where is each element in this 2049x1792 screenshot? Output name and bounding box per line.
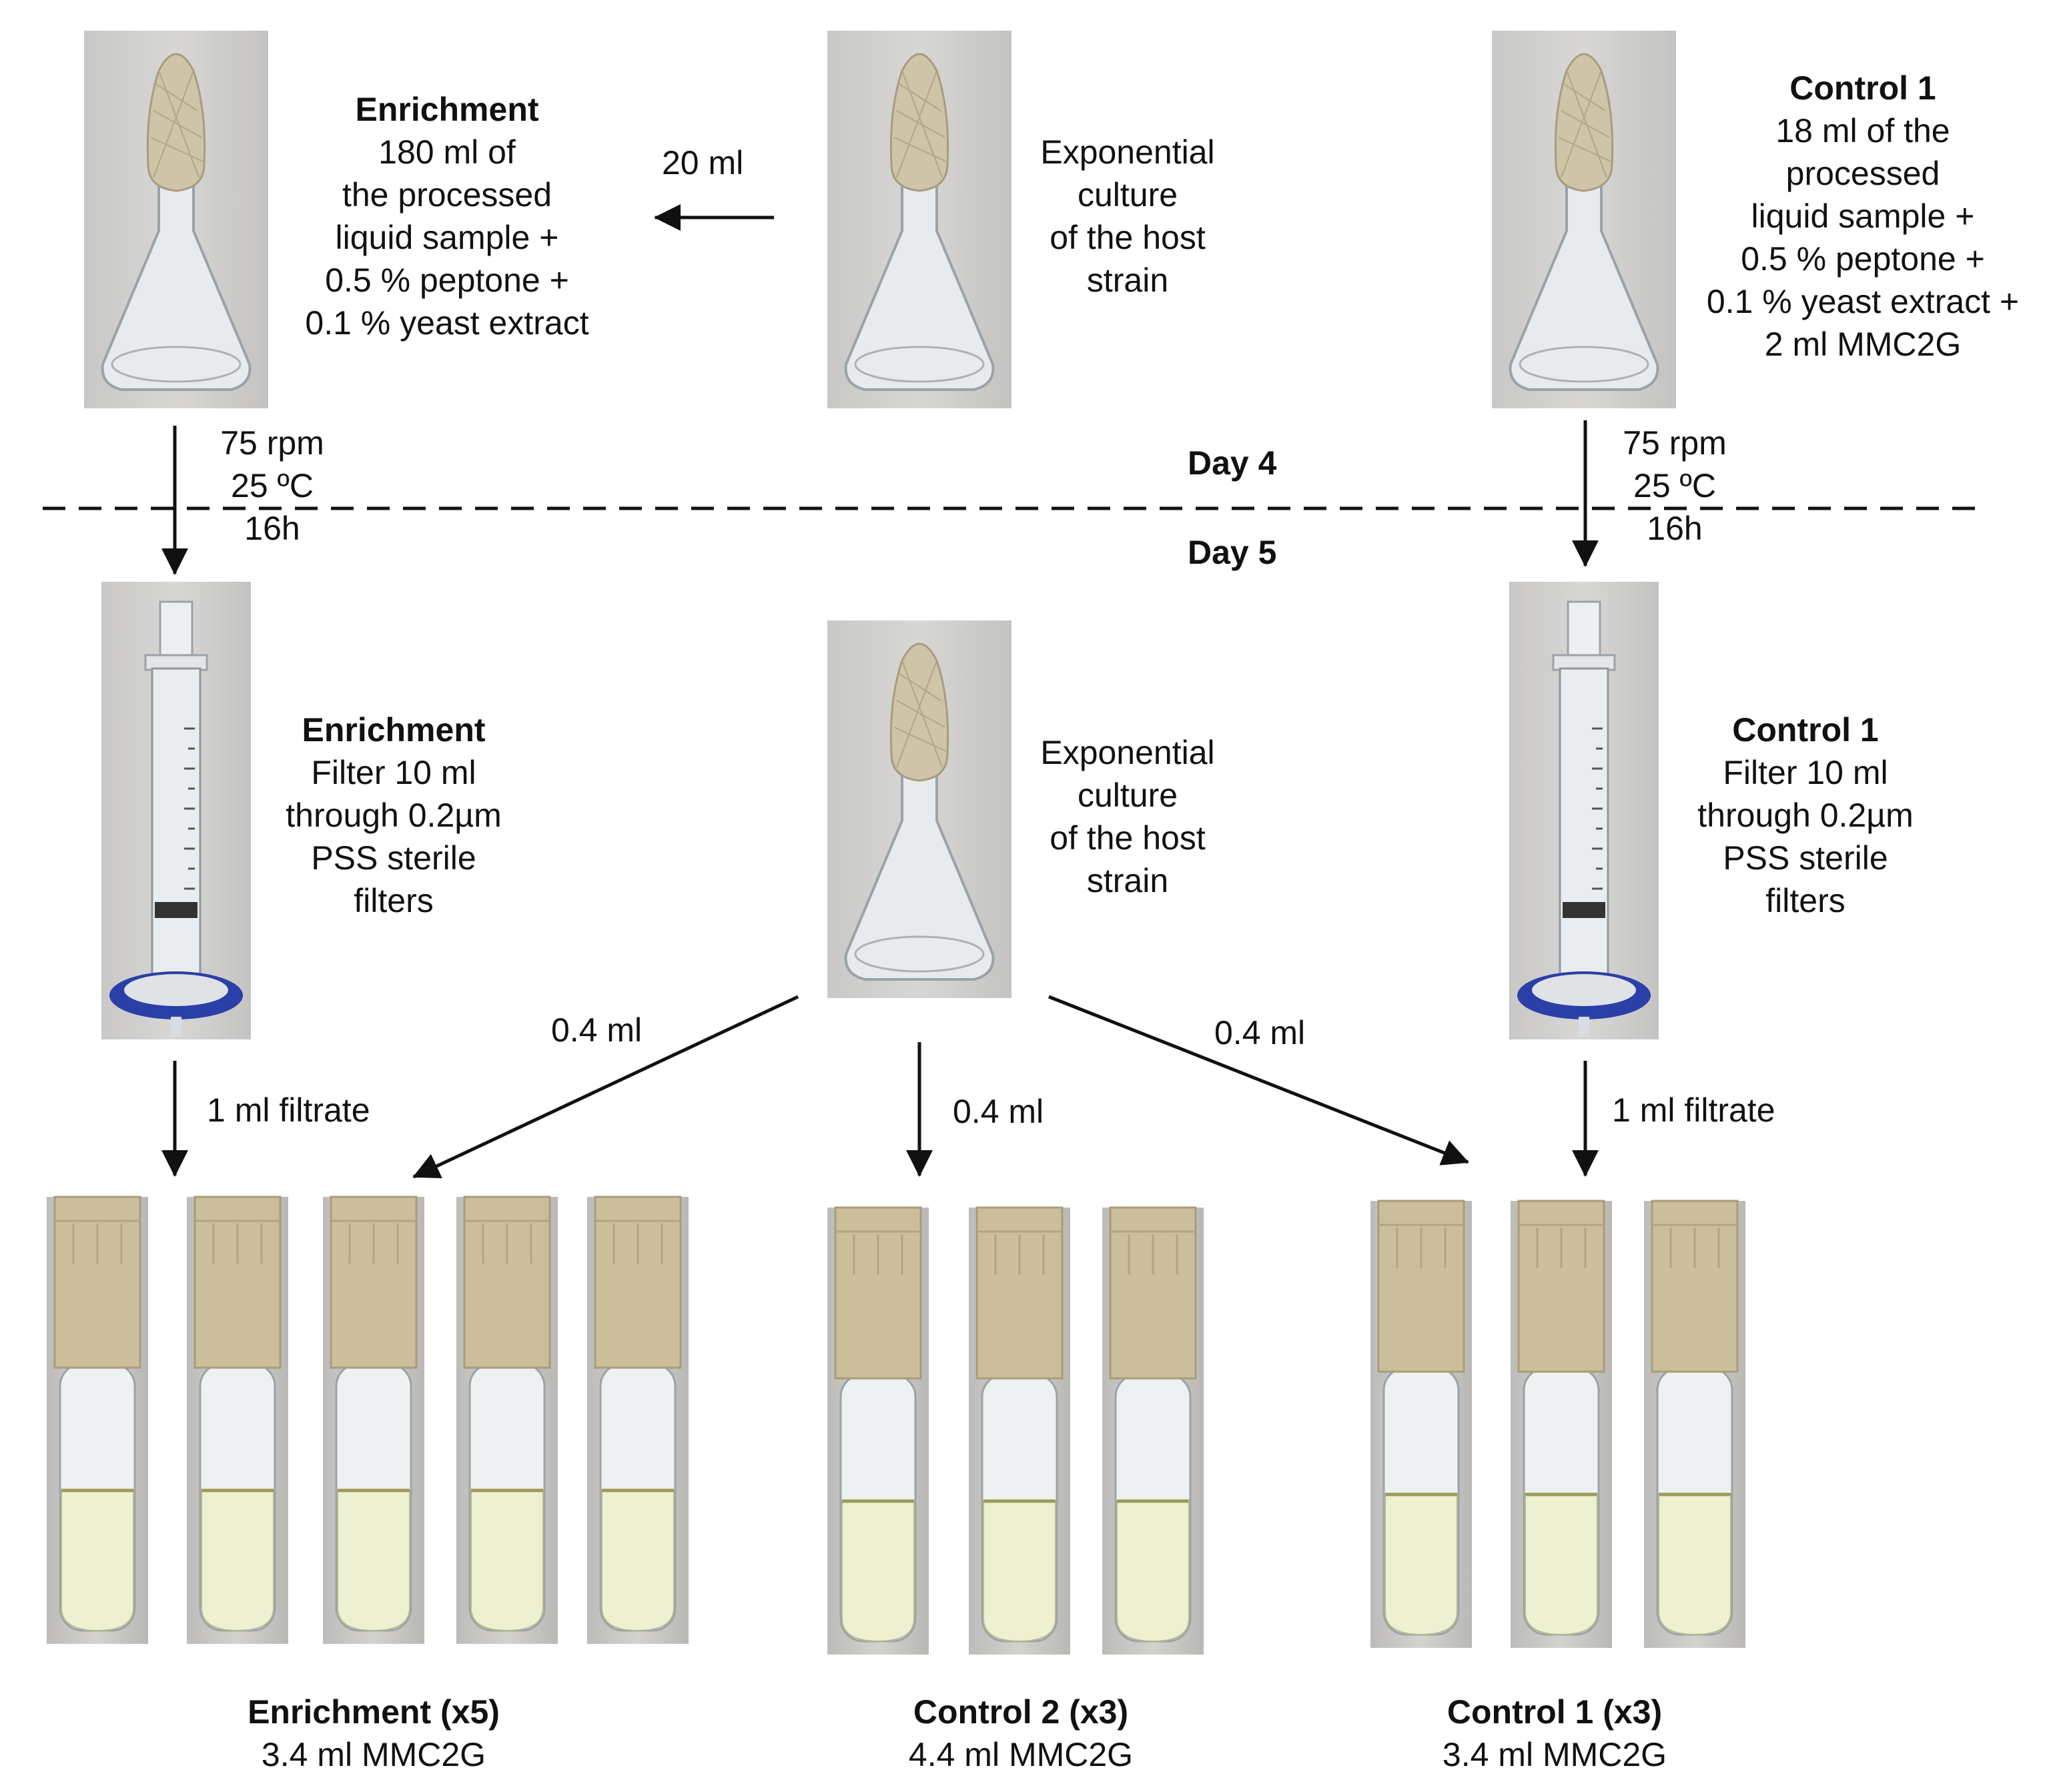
- enrichment-tubes-label: Enrichment (x5) 3.4 ml MMC2G: [173, 1691, 574, 1776]
- incubation-speed: 75 rpm: [220, 424, 324, 462]
- control1-flask-line: 18 ml of the: [1775, 112, 1950, 149]
- incubation-time: 16h: [244, 510, 300, 547]
- day-label-below: Day 5: [1188, 534, 1277, 571]
- control1-flask-line: 0.5 % peptone +: [1741, 240, 1985, 278]
- enrichment-tube-5: [587, 1197, 689, 1644]
- control1-syringe-filter-photo: [1508, 580, 1660, 1041]
- host-culture-day4-line: culture: [1077, 176, 1178, 213]
- host-culture-day5-line: strain: [1086, 862, 1169, 899]
- incubation-temp: 25 ºC: [231, 467, 314, 504]
- control1-flask-label: Control 1 18 ml of the processed liquid …: [1683, 67, 2043, 366]
- control1-filter-line: filters: [1765, 882, 1846, 919]
- enrichment-flask-title: Enrichment: [355, 91, 539, 128]
- incubation-speed: 75 rpm: [1623, 424, 1727, 462]
- control1-flask-line: 0.1 % yeast extract +: [1706, 283, 2020, 320]
- host-culture-day4-line: strain: [1086, 262, 1169, 299]
- control2-tube-2: [969, 1208, 1070, 1655]
- enrichment-flask-line: 0.5 % peptone +: [325, 262, 569, 299]
- enrichment-filter-line: through 0.2µm: [286, 797, 502, 834]
- control1-flask-title: Control 1: [1789, 69, 1936, 107]
- enrichment-filter-title: Enrichment: [302, 711, 486, 749]
- control1-tube-3: [1644, 1201, 1745, 1648]
- control2-tube-3: [1102, 1208, 1204, 1655]
- enrichment-flask-label: Enrichment 180 ml of the processed liqui…: [274, 88, 621, 344]
- host-culture-day4-line: Exponential: [1040, 133, 1215, 171]
- host-culture-day5-line: culture: [1077, 777, 1178, 814]
- enrichment-tubes-line: 3.4 ml MMC2G: [261, 1736, 486, 1773]
- control1-tubes-title: Control 1 (x3): [1447, 1693, 1663, 1731]
- enrichment-flask-line: 0.1 % yeast extract: [305, 304, 589, 342]
- control1-tubes-line: 3.4 ml MMC2G: [1442, 1736, 1667, 1773]
- enrichment-flask-line: 180 ml of: [378, 133, 516, 171]
- arrow-culture-to-control1-tubes: [1048, 995, 1469, 1166]
- enrichment-filter-label: Enrichment Filter 10 ml through 0.2µm PS…: [254, 709, 534, 922]
- edge-label-control1-filtrate: 1 ml filtrate: [1612, 1091, 1775, 1129]
- control2-tubes-label: Control 2 (x3) 4.4 ml MMC2G: [821, 1691, 1221, 1776]
- edge-label-enrichment-incubation: 75 rpm 25 ºC 16h: [212, 422, 332, 550]
- control1-filter-line: Filter 10 ml: [1723, 754, 1888, 791]
- arrow-culture-to-enrichment-tubes: [412, 995, 799, 1179]
- enrichment-filter-line: Filter 10 ml: [311, 754, 476, 791]
- edge-label-culture-to-control2-tubes: 0.4 ml: [953, 1093, 1044, 1130]
- control1-flask-line: liquid sample +: [1751, 197, 1975, 235]
- host-culture-day4-line: of the host: [1050, 219, 1206, 256]
- control1-flask-photo: [1491, 29, 1677, 410]
- host-culture-flask-photo-day5: [826, 619, 1013, 999]
- host-culture-day5-label: Exponential culture of the host strain: [1021, 731, 1234, 902]
- incubation-temp: 25 ºC: [1633, 467, 1716, 504]
- enrichment-flask-line: liquid sample +: [335, 219, 559, 256]
- edge-label-control1-incubation: 75 rpm 25 ºC 16h: [1615, 422, 1735, 550]
- control1-flask-line: 2 ml MMC2G: [1764, 326, 1962, 363]
- enrichment-flask-photo: [83, 29, 270, 410]
- control1-filter-label: Control 1 Filter 10 ml through 0.2µm PSS…: [1665, 709, 1946, 922]
- control2-tubes-title: Control 2 (x3): [913, 1693, 1129, 1731]
- host-culture-day5-line: Exponential: [1040, 734, 1215, 771]
- edge-label-enrichment-filtrate: 1 ml filtrate: [207, 1091, 370, 1129]
- control1-filter-line: through 0.2µm: [1697, 797, 1914, 834]
- edge-label-culture-to-enrichment-tubes: 0.4 ml: [551, 1011, 643, 1049]
- host-culture-day5-line: of the host: [1050, 819, 1206, 857]
- enrichment-tubes-title: Enrichment (x5): [248, 1693, 500, 1731]
- host-culture-flask-photo-day4: [826, 29, 1013, 410]
- control1-flask-line: processed: [1785, 155, 1940, 192]
- enrichment-tube-1: [47, 1197, 148, 1644]
- enrichment-flask-line: the processed: [342, 176, 552, 213]
- enrichment-tube-4: [456, 1197, 558, 1644]
- enrichment-tube-3: [323, 1197, 424, 1644]
- enrichment-tube-2: [187, 1197, 288, 1644]
- incubation-time: 16h: [1647, 510, 1703, 547]
- control1-tube-2: [1511, 1201, 1612, 1648]
- host-culture-day4-label: Exponential culture of the host strain: [1021, 131, 1234, 302]
- enrichment-filter-line: filters: [354, 882, 434, 919]
- control2-tube-1: [827, 1208, 929, 1655]
- control2-tubes-line: 4.4 ml MMC2G: [908, 1736, 1134, 1773]
- control1-tubes-label: Control 1 (x3) 3.4 ml MMC2G: [1354, 1691, 1755, 1776]
- day-label-above: Day 4: [1188, 444, 1277, 482]
- control1-tube-1: [1370, 1201, 1472, 1648]
- edge-label-20ml: 20 ml: [662, 144, 744, 181]
- control1-filter-title: Control 1: [1732, 711, 1879, 749]
- enrichment-filter-line: PSS sterile: [311, 839, 476, 877]
- enrichment-syringe-filter-photo: [100, 580, 252, 1041]
- control1-filter-line: PSS sterile: [1723, 839, 1888, 877]
- edge-label-culture-to-control1-tubes: 0.4 ml: [1214, 1014, 1306, 1051]
